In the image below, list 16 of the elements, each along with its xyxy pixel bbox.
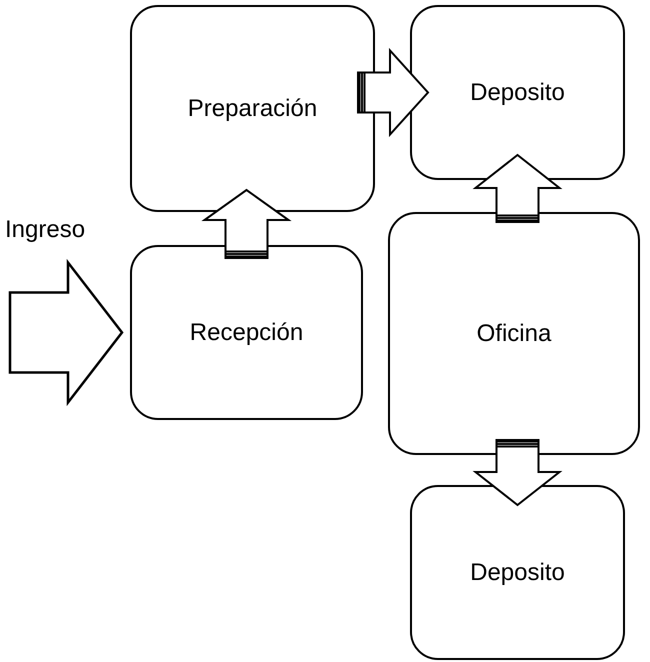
box-label: Preparación [188,94,318,122]
box-label: Oficina [476,320,552,348]
box-label: Deposito [470,78,565,106]
box-label: Recepción [190,318,304,346]
rounded-box [130,5,375,212]
block-arrow [472,154,562,223]
block-arrow [201,188,292,259]
block-arrow [357,48,430,138]
rounded-box [410,485,625,660]
rounded-box [130,245,363,420]
edge-label: Ingreso [5,216,86,244]
block-arrow [8,258,124,406]
rounded-box [410,5,625,180]
rounded-box [388,212,640,455]
box-label: Deposito [470,558,565,586]
block-arrow [472,439,562,506]
